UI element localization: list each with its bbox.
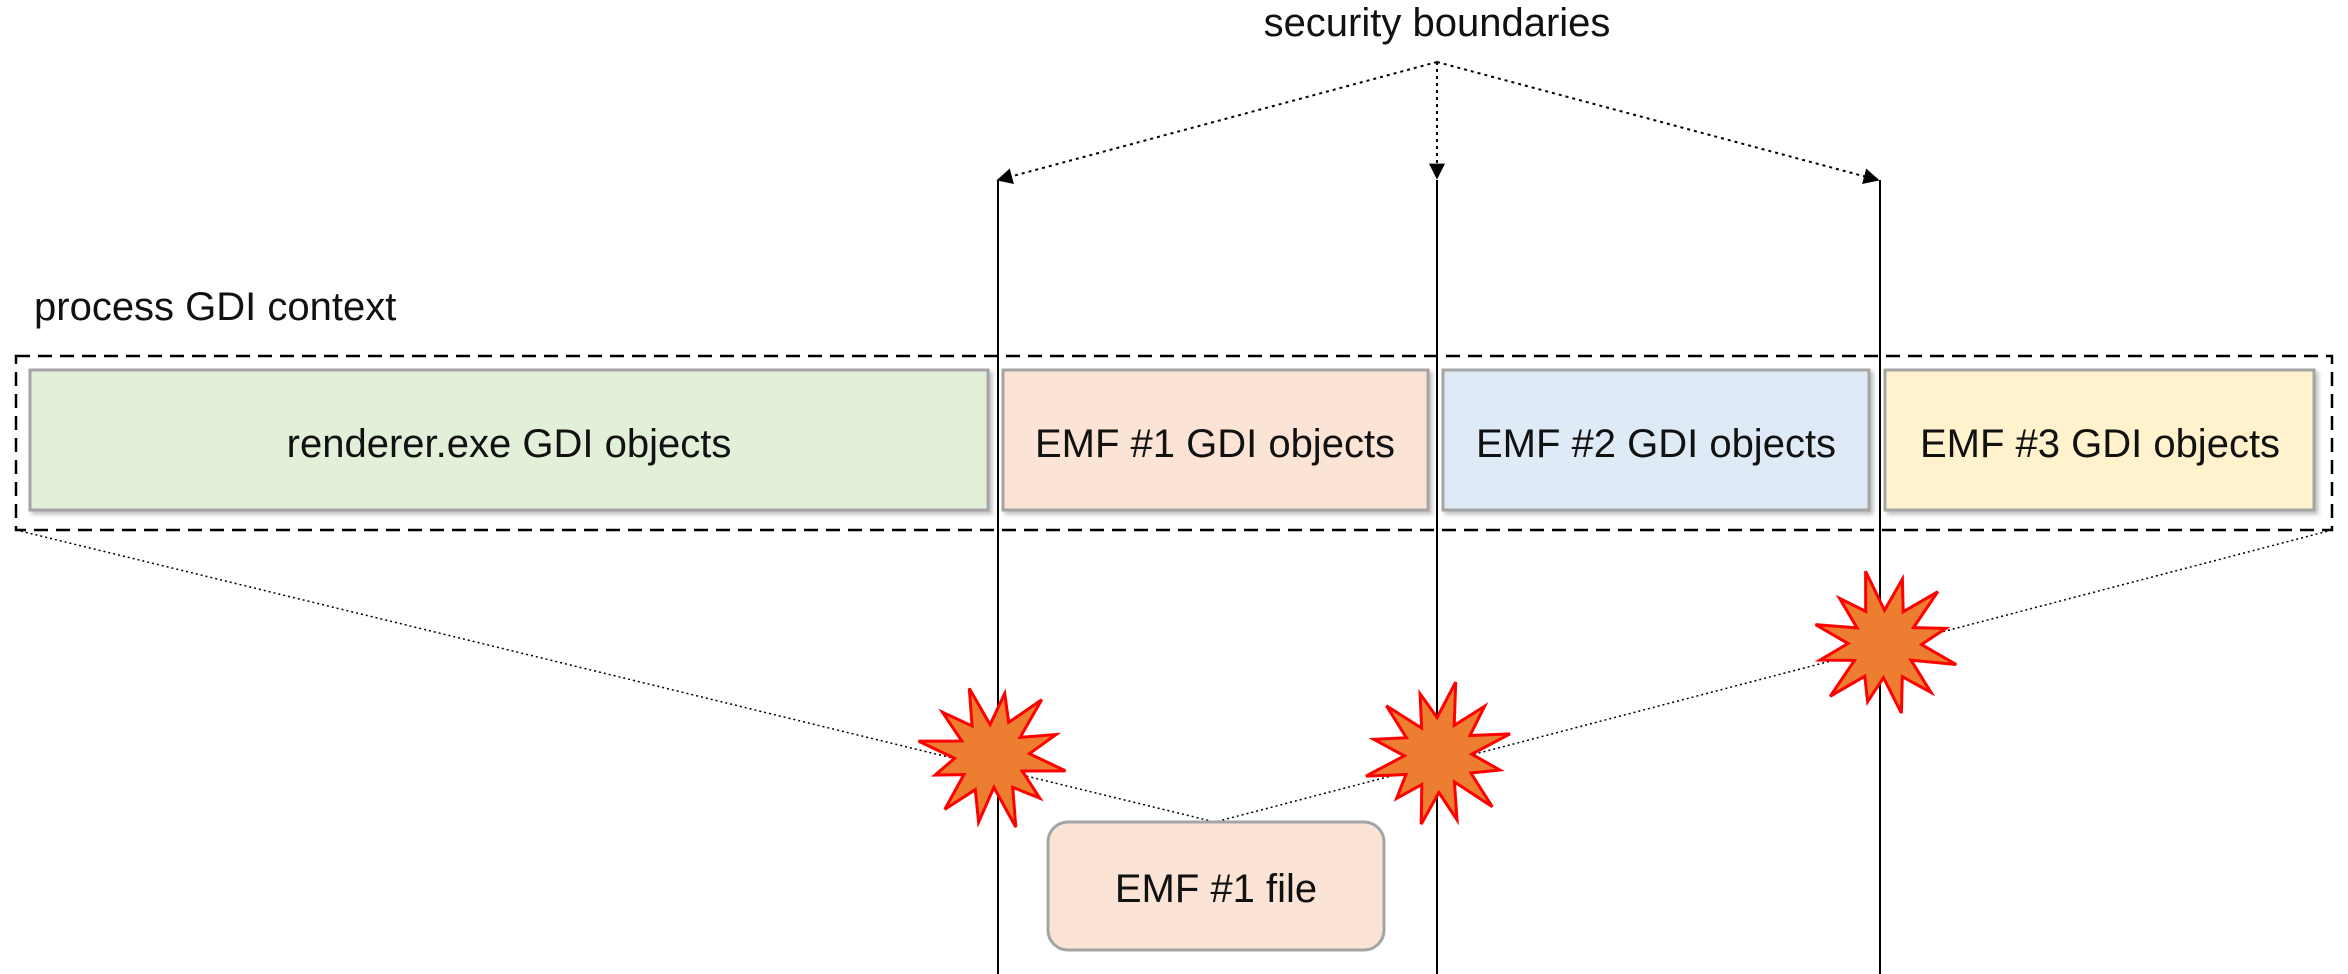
emf3-box-label: EMF #3 GDI objects (1920, 422, 2280, 466)
process-gdi-context-frame (14, 354, 2334, 532)
reach-lines (15, 529, 2333, 823)
renderer-box-rect (28, 368, 990, 512)
explosion-icon-1 (917, 687, 1067, 829)
emf2-box-label: EMF #2 GDI objects (1476, 422, 1836, 466)
arrow-to-boundary-1 (996, 61, 1438, 184)
emf3-gdi-objects-box: EMF #3 GDI objects (1883, 368, 2316, 512)
explosion-icon-2 (1365, 681, 1511, 826)
renderer-box-label: renderer.exe GDI objects (287, 422, 732, 466)
reach-line-left (15, 529, 1216, 823)
emf1-gdi-objects-box: EMF #1 GDI objects (1001, 368, 1430, 512)
emf1-file-box: EMF #1 file (1046, 820, 1386, 952)
boundary-violations (917, 570, 1957, 829)
emf2-box-rect (1441, 368, 1871, 512)
reach-line-right (1214, 529, 2333, 823)
emf1-file-rect (1046, 820, 1386, 952)
arrow-to-boundary-3 (1436, 61, 1880, 185)
process-gdi-context-label: process GDI context (34, 285, 396, 329)
emf1-box-rect (1001, 368, 1430, 512)
security-boundary-lines (997, 180, 1881, 974)
emf1-box-label: EMF #1 GDI objects (1035, 422, 1395, 466)
explosion-icon-3 (1814, 570, 1957, 714)
security-boundaries-label: security boundaries (1264, 1, 1611, 45)
emf2-gdi-objects-box: EMF #2 GDI objects (1441, 368, 1871, 512)
gdi-object-boxes: renderer.exe GDI objects EMF #1 GDI obje… (28, 368, 2316, 512)
emf3-box-rect (1883, 368, 2316, 512)
boundary-arrows (996, 61, 1880, 185)
renderer-gdi-objects-box: renderer.exe GDI objects (28, 368, 990, 512)
emf1-file-label: EMF #1 file (1115, 867, 1317, 911)
